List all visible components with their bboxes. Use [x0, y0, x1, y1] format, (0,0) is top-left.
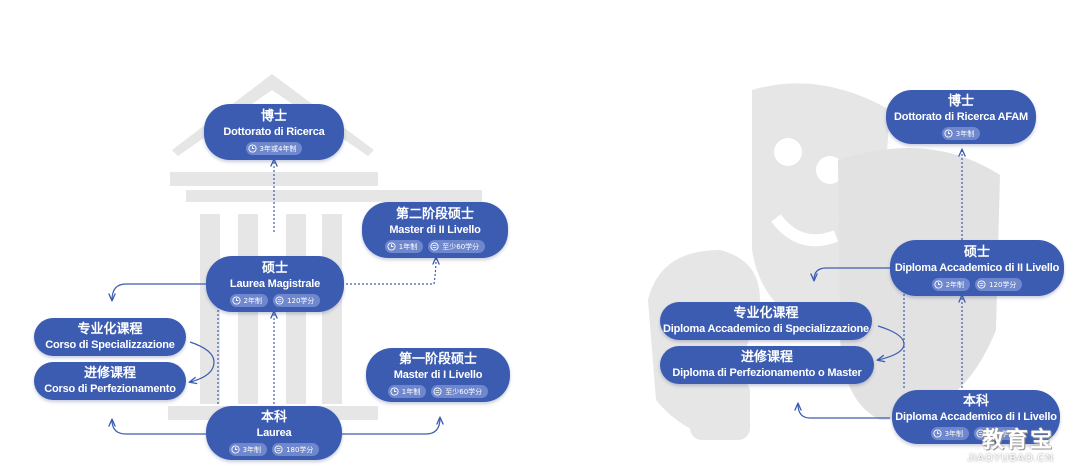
credits-chip: 120学分 — [975, 278, 1023, 291]
credits-icon — [433, 387, 442, 396]
duration-chip: 3年制 — [930, 427, 970, 440]
afam-bachelor-it: Diploma Accademico di I Livello — [895, 411, 1057, 423]
afam-bachelor-node: 本科 Diploma Accademico di I Livello 3年制 1… — [892, 390, 1060, 444]
laurea-node: 本科 Laurea 3年制 180学分 — [206, 406, 342, 460]
credits-text: 120学分 — [989, 280, 1017, 289]
clock-icon — [231, 445, 240, 454]
duration-text: 3年或4年制 — [259, 144, 297, 153]
credits-text: 180学分 — [286, 445, 314, 454]
specializzazione-cn: 专业化课程 — [77, 322, 143, 337]
university-connectors — [112, 160, 440, 435]
duration-text: 2年制 — [945, 280, 965, 289]
afam-connectors — [798, 150, 962, 419]
clock-icon — [390, 387, 399, 396]
afam-specializzazione-node: 专业化课程 Diploma Accademico di Specializzaz… — [660, 302, 872, 340]
credits-icon — [275, 296, 284, 305]
duration-chip: 3年或4年制 — [245, 142, 303, 155]
specializzazione-it: Corso di Specializzazione — [45, 339, 175, 351]
credits-text: 180学分 — [988, 429, 1016, 438]
afam-doctorate-cn: 博士 — [947, 94, 974, 109]
credits-icon — [274, 445, 283, 454]
duration-text: 2年制 — [243, 296, 263, 305]
doctorate-cn: 博士 — [260, 109, 287, 124]
master2-cn: 第二阶段硕士 — [395, 207, 474, 222]
afam-perfezionamento-node: 进修课程 Diploma di Perfezionamento o Master — [660, 346, 874, 384]
clock-icon — [944, 129, 953, 138]
credits-icon — [430, 242, 439, 251]
perfezionamento-node: 进修课程 Corso di Perfezionamento — [34, 362, 186, 400]
magistrale-node: 硕士 Laurea Magistrale 2年制 120学分 — [206, 256, 344, 312]
watermark-logo: 教育宝 JIAOYUBAO.CN — [967, 428, 1054, 465]
duration-chip: 1年制 — [384, 240, 424, 253]
duration-text: 1年制 — [398, 242, 418, 251]
afam-perfezionamento-it: Diploma di Perfezionamento o Master — [672, 367, 862, 379]
credits-text: 至少60学分 — [442, 242, 480, 251]
perfezionamento-cn: 进修课程 — [83, 366, 136, 381]
clock-icon — [247, 144, 257, 153]
duration-chip: 3年制 — [941, 127, 981, 140]
afam-bachelor-cn: 本科 — [962, 394, 989, 409]
credits-icon — [977, 280, 986, 289]
perfezionamento-it: Corso di Perfezionamento — [44, 383, 176, 395]
master1-it: Master di I Livello — [393, 369, 483, 381]
duration-text: 3年制 — [955, 129, 975, 138]
laurea-cn: 本科 — [260, 410, 287, 425]
credits-chip: 至少60学分 — [431, 385, 489, 398]
doctorate-it: Dottorato di Ricerca — [223, 126, 325, 138]
afam-doctorate-node: 博士 Dottorato di Ricerca AFAM 3年制 — [886, 90, 1036, 144]
watermark-url: JIAOYUBAO.CN — [967, 453, 1054, 464]
clock-icon — [934, 280, 943, 289]
clock-icon — [933, 429, 942, 438]
duration-text: 3年制 — [242, 445, 262, 454]
magistrale-cn: 硕士 — [261, 261, 288, 276]
afam-master-node: 硕士 Diploma Accademico di II Livello 2年制 … — [890, 240, 1064, 296]
duration-chip: 2年制 — [931, 278, 971, 291]
duration-text: 3年制 — [944, 429, 964, 438]
master1-cn: 第一阶段硕士 — [398, 352, 477, 367]
credits-chip: 180学分 — [272, 443, 320, 456]
afam-specializzazione-it: Diploma Accademico di Specializzazione — [663, 323, 869, 335]
credits-icon — [976, 429, 985, 438]
afam-master-cn: 硕士 — [963, 245, 990, 260]
credits-text: 至少60学分 — [445, 387, 483, 396]
specializzazione-node: 专业化课程 Corso di Specializzazione — [34, 318, 186, 356]
clock-icon — [387, 242, 396, 251]
doctorate-node: 博士 Dottorato di Ricerca 3年或4年制 — [204, 104, 344, 160]
credits-chip: 180学分 — [974, 427, 1022, 440]
master1-node: 第一阶段硕士 Master di I Livello 1年制 至少60学分 — [366, 348, 510, 402]
duration-text: 1年制 — [401, 387, 421, 396]
credits-chip: 至少60学分 — [428, 240, 486, 253]
credits-chip: 120学分 — [273, 294, 321, 307]
credits-text: 120学分 — [287, 296, 315, 305]
afam-master-it: Diploma Accademico di II Livello — [894, 262, 1060, 274]
magistrale-it: Laurea Magistrale — [229, 278, 321, 290]
duration-chip: 3年制 — [228, 443, 268, 456]
afam-doctorate-it: Dottorato di Ricerca AFAM — [894, 111, 1028, 123]
duration-chip: 2年制 — [229, 294, 269, 307]
afam-perfezionamento-cn: 进修课程 — [740, 350, 793, 365]
duration-chip: 1年制 — [387, 385, 427, 398]
afam-specializzazione-cn: 专业化课程 — [733, 306, 799, 321]
clock-icon — [232, 296, 241, 305]
master2-it: Master di II Livello — [389, 224, 481, 236]
watermark-brand: 教育宝 — [981, 428, 1054, 453]
laurea-it: Laurea — [256, 427, 292, 439]
master2-node: 第二阶段硕士 Master di II Livello 1年制 至少60学分 — [362, 202, 508, 258]
